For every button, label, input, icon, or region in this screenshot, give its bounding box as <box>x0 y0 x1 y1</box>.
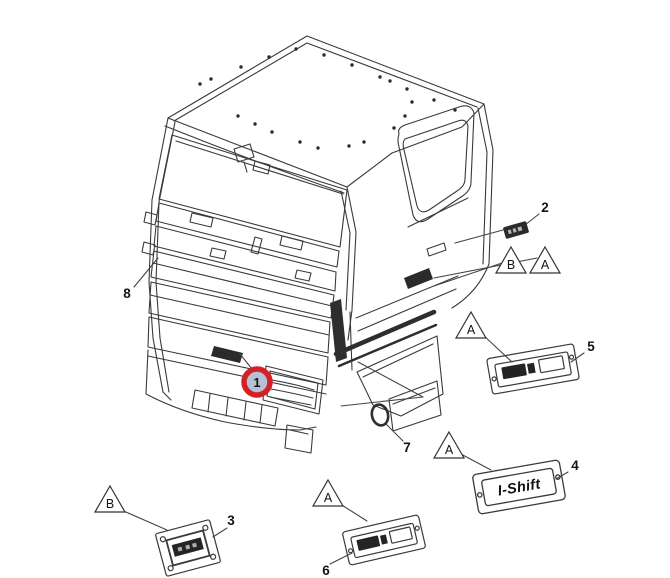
grille-lower-panel <box>148 281 331 354</box>
leader-callout-2 <box>524 213 540 226</box>
marker-b-plate3-letter: B <box>106 497 114 511</box>
mirror-unit <box>233 143 255 173</box>
callout-1-number[interactable]: 1 <box>253 375 260 390</box>
leader-callout-6 <box>329 552 353 565</box>
front-emblem <box>211 346 243 363</box>
mud-flap <box>388 380 442 432</box>
marker-b-plate3: B <box>93 484 127 513</box>
sun-visor-band <box>155 202 340 268</box>
leader-callout-7 <box>385 423 404 442</box>
marker-a-top: A <box>528 245 562 274</box>
badge-2-emblem <box>503 221 529 239</box>
badge-6-plate <box>342 514 426 566</box>
door-emblem <box>404 268 433 289</box>
left-front-pillar <box>141 117 176 401</box>
leader-lines <box>118 213 585 565</box>
marker-a-badge6-letter: A <box>324 491 333 505</box>
truck-cab-drawing <box>141 35 494 454</box>
leader-marker-b-top <box>433 261 506 287</box>
door-handle <box>426 242 447 257</box>
ishift-badge: I-Shift <box>472 459 566 515</box>
callout-1-highlight-ring[interactable] <box>241 366 273 398</box>
marker-b-top: B <box>494 245 528 274</box>
callout-numbers: 8 2 5 4 7 6 3 <box>123 200 595 578</box>
ishift-badge-text: I-Shift <box>497 476 543 499</box>
marker-a-badge4: A <box>432 430 466 459</box>
grille-mid-band <box>150 250 335 319</box>
roof-rivet-dots <box>198 47 457 150</box>
marker-a-badge6: A <box>311 478 345 507</box>
marker-a-badge4-letter: A <box>445 443 454 457</box>
front-bumper <box>145 316 329 454</box>
plate-3 <box>155 519 221 577</box>
marker-b-top-letter: B <box>507 258 515 272</box>
leader-location-upper <box>357 361 424 398</box>
wheel-arch-fairing <box>330 299 444 432</box>
callout-1-highlight[interactable]: 1 <box>241 366 273 398</box>
leader-marker-b-plate3 <box>118 508 168 531</box>
callout-5-number[interactable]: 5 <box>587 339 595 354</box>
leader-callout-1 <box>239 353 253 370</box>
door-window <box>397 105 475 223</box>
cab-door <box>355 103 494 332</box>
leader-marker-a-badge5 <box>481 333 513 363</box>
callout-4-number[interactable]: 4 <box>571 458 579 473</box>
leader-badge-2-location <box>454 229 504 244</box>
windshield <box>158 134 348 248</box>
leader-callout-3 <box>212 527 228 538</box>
grille-upper-band <box>153 225 337 292</box>
leader-callout-5 <box>570 352 585 363</box>
variant-markers: B A A A A B <box>93 245 562 513</box>
marker-a-badge5-letter: A <box>467 323 476 337</box>
marker-a-top-letter: A <box>541 258 550 272</box>
leader-marker-a-badge4 <box>458 452 492 471</box>
marker-a-badge5: A <box>454 310 488 339</box>
leader-callout-8 <box>133 257 159 288</box>
leader-location-lower <box>340 396 424 407</box>
callout-8-number[interactable]: 8 <box>123 286 131 301</box>
callout-2-number[interactable]: 2 <box>541 200 549 215</box>
grommet-part-7 <box>370 403 390 427</box>
callout-6-number[interactable]: 6 <box>322 563 330 578</box>
callout-3-number[interactable]: 3 <box>227 513 235 528</box>
badge-5-plate <box>486 343 580 395</box>
callout-7-number[interactable]: 7 <box>403 440 411 455</box>
